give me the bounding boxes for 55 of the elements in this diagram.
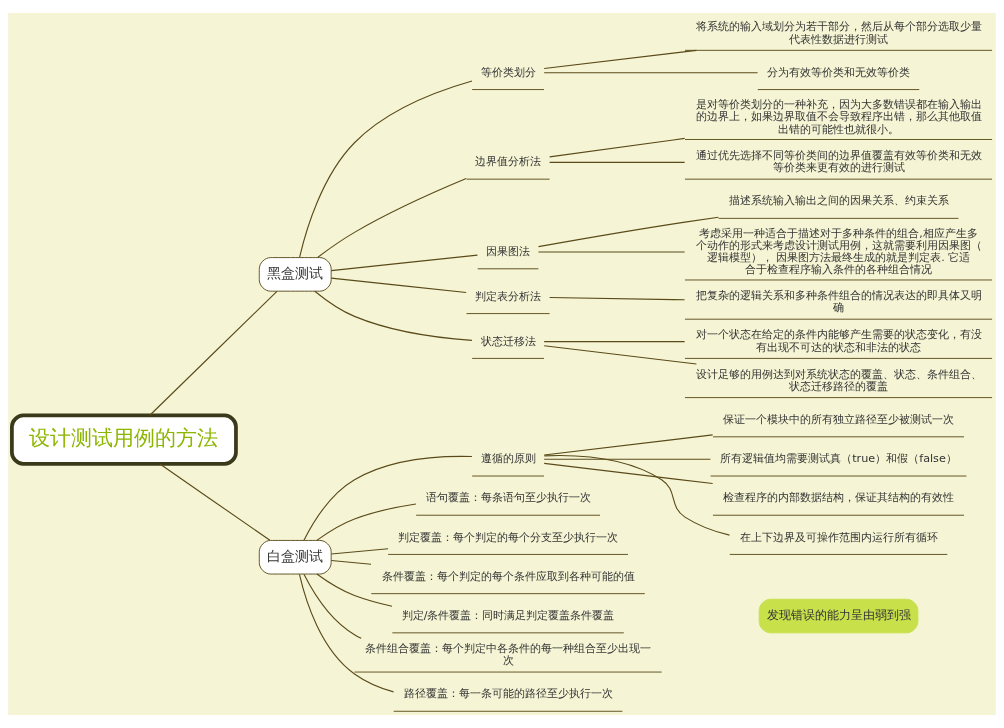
connector [317,178,467,258]
connector [543,458,711,460]
connector [316,573,393,607]
node-text: 是对等价类划分的一种补充，因为大多数错误都在输入输出的边界上，如果边界取值不会导致程序出错，那么其他取值出错的可能性也就很小。 [695,98,982,136]
connector [549,161,686,163]
node-text: 边界值分析法 [475,155,542,169]
node-text: 将系统的输入域划分为若干部分，然后从每个部分选取少量代表性数据进行测试 [695,20,982,46]
node-text: 等价类划分 [480,65,536,79]
connector [543,345,697,365]
node-text: 条件覆盖：每个判定的每个条件应取到各种可能的值 [381,569,635,583]
connector [298,573,395,693]
connector [537,216,719,248]
node-box: 黑盒测试 [258,257,332,292]
node-text: 条件组合覆盖：每个判定中各条件的每一种组合至少出现一次 [365,642,652,668]
connector [543,455,731,536]
node-text: 通过优先选择不同等价类间的边界值覆盖有效等价类和无效等价类来更有效的进行测试 [695,149,982,175]
node-box: 设计测试用例的方法 [10,413,238,466]
connector [149,290,278,416]
connector [549,137,686,158]
connector [330,559,372,565]
connector [549,296,686,301]
node-text: 判定表分析法 [475,289,542,303]
node-text: 因果图法 [486,244,531,258]
connector [159,463,271,541]
node-text: 状态迁移法 [480,334,536,348]
node-box: 发现错误的能力呈由弱到强 [758,598,919,634]
connector [543,49,697,70]
connector [316,503,417,541]
node-text: 考虑采用一种适合于描述对于多种条件的组合,相应产生多个动作的形式来考虑设计测试用例，这就需要利用因果图（逻辑模型）， 因果图方法最终生成的就是判定表. 它适合于检查程序输入条件的各种组合情况 [695,226,982,277]
node-text: 把复杂的逻辑关系和多种条件组合的情况表达的即具体又明确 [695,289,982,315]
node-text: 遵循的原则 [480,452,536,466]
node-box: 白盒测试 [258,539,332,575]
node-text: 对一个状态在给定的条件内能够产生需要的状态变化，有没有出现不可达的状态和非法的状态 [695,328,982,354]
node-text: 保证一个模块中的所有独立路径至少被测试一次 [723,412,955,426]
node-text: 语句覆盖：每条语句至少执行一次 [425,491,591,505]
node-text: 判定覆盖：每个判定的每个分支至少执行一次 [398,530,619,544]
connector [330,548,389,555]
connector [314,290,473,341]
connector [543,434,714,456]
connector [543,72,759,74]
connector [543,462,714,485]
node-text: 所有逻辑值均需要测试真（true）和假（false） [720,452,957,466]
node-text: 设计足够的用例达到对系统状态的覆盖、状态、条件组合、状态迁移路径的覆盖 [695,367,982,393]
connector [330,277,467,293]
connector [299,80,473,258]
connector [330,254,478,272]
connector [543,341,686,343]
connector [303,573,362,639]
node-text: 描述系统输入输出之间的因果关系、约束关系 [728,194,949,208]
node-text: 在上下边界及可操作范围内运行所有循环 [739,530,938,544]
node-text: 分为有效等价类和无效等价类 [767,65,911,79]
node-text: 检查程序的内部数据结构，保证其结构的有效性 [723,491,955,505]
node-text: 判定/条件覆盖：同时满足判定覆盖条件覆盖 [401,608,615,622]
connector [303,455,473,541]
node-text: 路径覆盖：每一条可能的路径至少执行一次 [403,687,613,701]
